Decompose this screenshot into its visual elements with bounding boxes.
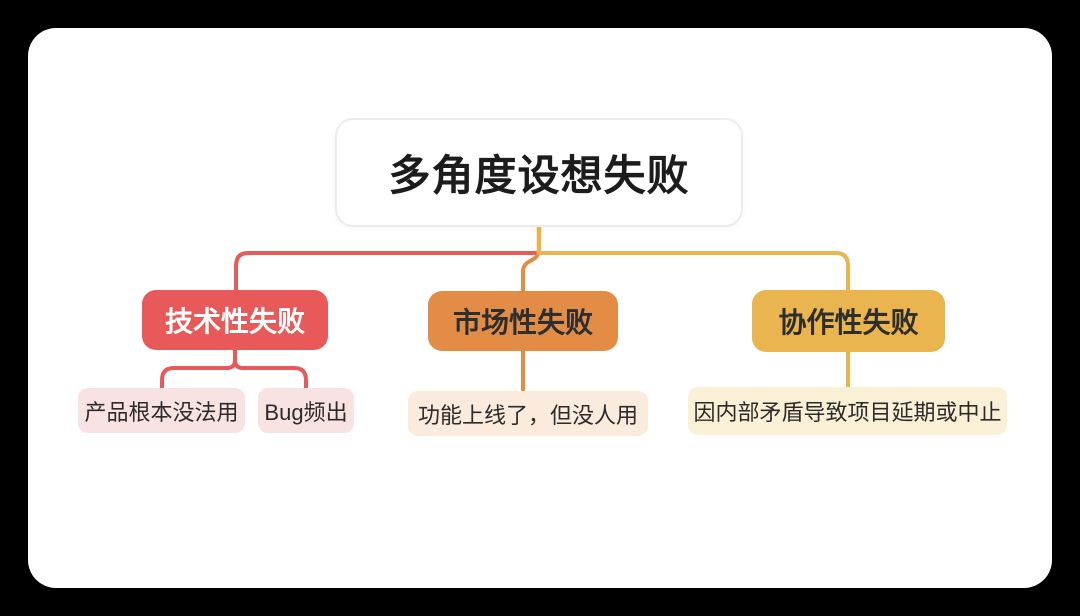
child-node-launched-no-users[interactable]: 功能上线了，但没人用 — [408, 391, 648, 436]
branch-node-technical-failure[interactable]: 技术性失败 — [142, 290, 328, 350]
branch-node-collaboration-failure[interactable]: 协作性失败 — [752, 290, 945, 352]
child-node-label: 功能上线了，但没人用 — [417, 402, 638, 428]
child-node-label: 产品根本没法用 — [84, 399, 239, 425]
branch-node-label: 协作性失败 — [778, 307, 919, 338]
child-node-label: 因内部矛盾导致项目延期或中止 — [693, 400, 1002, 425]
child-node-label: Bug频出 — [264, 399, 348, 425]
root-node-label: 多角度设想失败 — [388, 152, 690, 199]
child-node-frequent-bugs[interactable]: Bug频出 — [258, 388, 354, 433]
root-node[interactable]: 多角度设想失败 — [335, 118, 743, 227]
branch-node-market-failure[interactable]: 市场性失败 — [428, 291, 618, 351]
child-node-internal-conflict-delay[interactable]: 因内部矛盾导致项目延期或中止 — [688, 387, 1007, 435]
branch-node-label: 市场性失败 — [452, 307, 593, 338]
branch-node-label: 技术性失败 — [164, 306, 305, 337]
child-node-product-unusable[interactable]: 产品根本没法用 — [78, 388, 245, 433]
